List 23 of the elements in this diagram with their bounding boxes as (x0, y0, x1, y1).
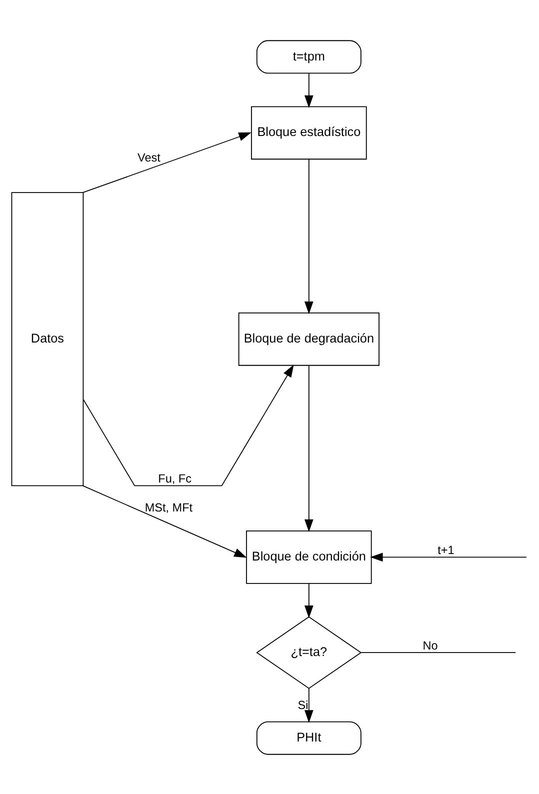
node-box: Bloque de degradación (238, 312, 380, 366)
arrow (304, 364, 314, 532)
node-diamond: ¿t=ta? (256, 616, 362, 688)
arrow (304, 688, 314, 722)
edge-label: MSt, MFt (144, 500, 193, 514)
connector (360, 652, 516, 653)
node-box: t=tpm (256, 40, 362, 74)
arrow (304, 582, 314, 618)
node-box: Bloque estadístico (251, 106, 367, 160)
node-box: Bloque de condición (246, 530, 372, 584)
edge-label: Vest (138, 150, 160, 164)
edge-label: Fu, Fc (158, 472, 192, 485)
node-box: PHIt (256, 720, 362, 754)
edge-label: No (422, 638, 438, 652)
node-box: Datos (11, 192, 84, 486)
arrow (370, 552, 527, 562)
arrow (304, 72, 314, 108)
edge-label: t+1 (438, 543, 454, 556)
arrow (82, 364, 294, 486)
edge-label: Si (298, 698, 308, 712)
arrow (82, 484, 247, 558)
arrow (82, 132, 252, 193)
arrow (304, 158, 314, 314)
